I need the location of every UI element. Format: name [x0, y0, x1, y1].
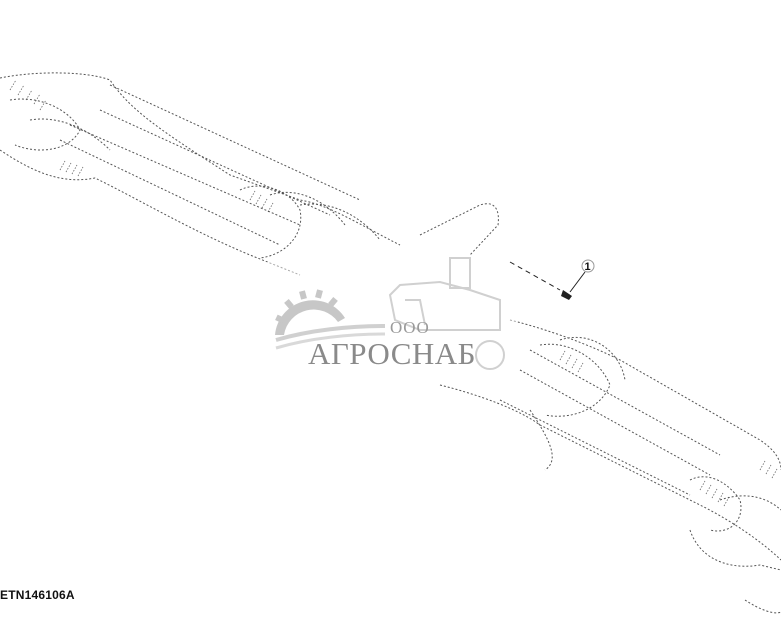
watermark-prefix: ООО — [390, 318, 430, 337]
callout-number: 1 — [585, 261, 591, 273]
watermark-name: АГРОСНАБ — [308, 336, 476, 371]
figure-id-label: ETN146106A — [0, 588, 75, 602]
callout-1: 1 — [509, 259, 595, 300]
watermark-logo — [248, 257, 518, 380]
